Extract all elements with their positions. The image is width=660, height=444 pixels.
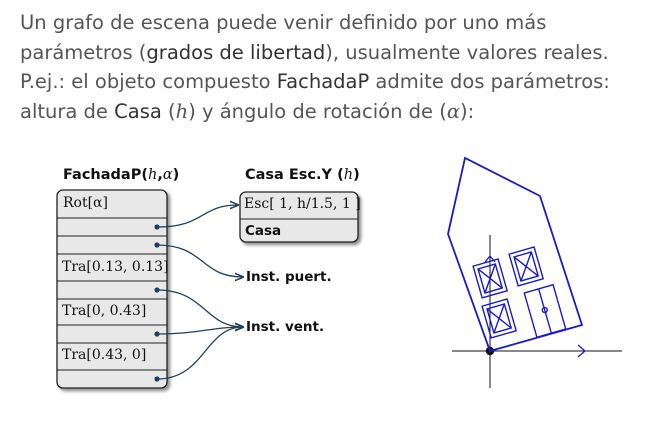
- window-1: [472, 258, 509, 299]
- arrow-to-casa: [156, 205, 238, 228]
- description-paragraph: Un grafo de escena puede venir definido …: [20, 8, 645, 126]
- keyword-degrees-of-freedom: grados de libertad: [146, 40, 326, 64]
- keyword-fachadap: FachadaP: [276, 70, 370, 93]
- casa-param-h: h: [343, 167, 354, 183]
- fachada-title: FachadaP(h,α): [63, 167, 179, 183]
- arrow-window-1: [156, 289, 243, 327]
- house-outline: [447, 156, 584, 353]
- house-drawing: [447, 156, 584, 353]
- cell-tra-1: Tra[0.13, 0.13]: [62, 259, 169, 275]
- casa-title: Casa Esc.Y (h): [245, 167, 360, 183]
- arrows: [156, 205, 243, 380]
- text-segment: ):: [460, 99, 475, 123]
- fachada-param-alpha: α: [162, 167, 173, 183]
- text-segment: Un grafo de escena puede venir definido …: [20, 11, 547, 64]
- casa-title-text: Casa Esc.Y (: [245, 167, 344, 183]
- cell-rot: Rot[α]: [63, 195, 108, 211]
- fachada-title-text: FachadaP(: [63, 167, 148, 183]
- cell-tra-3: Tra[0.43, 0]: [62, 347, 147, 363]
- keyword-casa: Casa: [114, 99, 162, 123]
- math-h: h: [175, 99, 189, 123]
- target-window: Inst. vent.: [246, 319, 325, 335]
- fachada-title-close: ): [172, 167, 180, 183]
- text-segment: ) y ángulo de rotación de (: [188, 99, 447, 123]
- text-segment: ), usualmente valores reales. P.ej.: el …: [20, 40, 609, 94]
- axis-arrowheads: [484, 254, 586, 358]
- casa-esc-cell: Esc[ 1, h/1.5, 1 ]: [244, 196, 361, 212]
- casa-title-close: ): [353, 167, 360, 183]
- text-segment: (: [161, 99, 176, 123]
- window-2: [508, 246, 545, 287]
- casa-label: Casa: [245, 223, 282, 239]
- text-segment: admite dos parámetros: altura de: [20, 70, 610, 123]
- arrow-to-door: [156, 244, 243, 277]
- pointer-dots: [154, 224, 160, 382]
- window-3: [481, 298, 518, 339]
- fachada-cell-dividers: [57, 217, 167, 371]
- arrow-window-3: [156, 327, 243, 380]
- arrow-window-2: [156, 327, 243, 335]
- fachada-param-h: h: [147, 167, 158, 183]
- fachada-title-comma: ,: [157, 167, 163, 183]
- fachada-node: [56, 189, 168, 389]
- math-alpha: α: [446, 99, 460, 123]
- cell-tra-2: Tra[0, 0.43]: [62, 303, 147, 319]
- casa-node: [239, 191, 359, 243]
- target-door: Inst. puert.: [246, 269, 332, 285]
